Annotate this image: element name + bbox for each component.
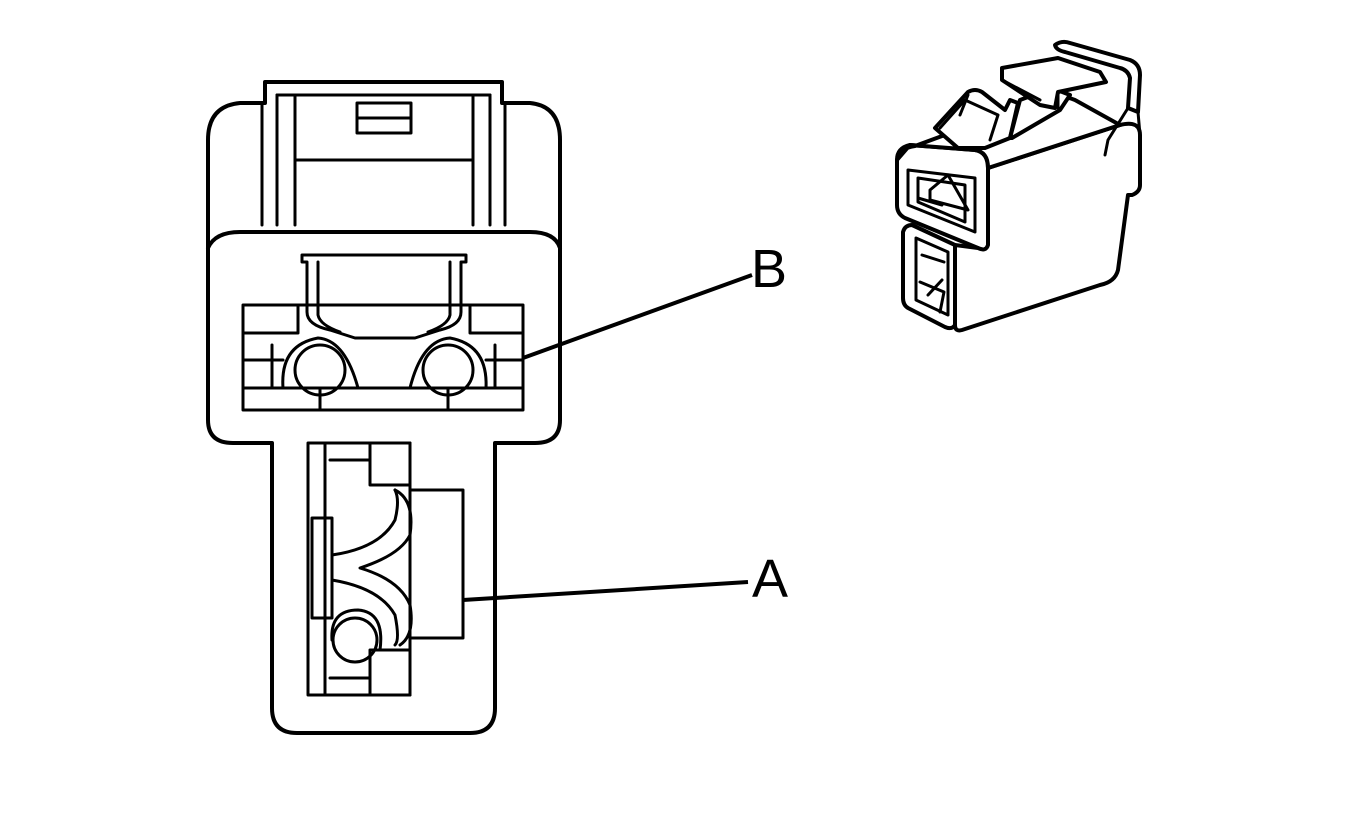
callout-b-label: B (751, 239, 787, 299)
callout-a-label: A (752, 549, 788, 609)
face-top-edge (206, 230, 562, 250)
callout-b: B (522, 239, 787, 360)
iso-upper-cavity (906, 168, 977, 234)
connector-isometric-view (895, 39, 1142, 333)
connector-front-view (206, 80, 562, 735)
callout-a: A (462, 549, 788, 609)
top-latch (260, 93, 507, 227)
callout-b-leader (522, 273, 753, 360)
callout-a-leader (462, 580, 749, 602)
iso-latch (933, 39, 1142, 157)
terminal-cavity-a (306, 441, 465, 697)
terminal-cavity-b (241, 253, 525, 412)
connector-body-outline (206, 80, 562, 735)
